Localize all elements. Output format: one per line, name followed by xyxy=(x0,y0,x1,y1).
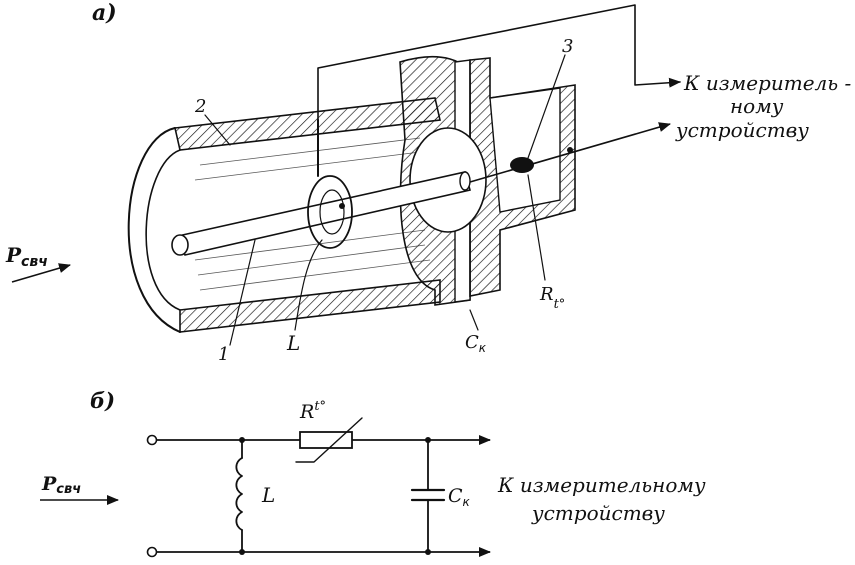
input-arrow-b: Pсвч xyxy=(40,473,119,505)
input-label-a: Pсвч xyxy=(5,243,48,270)
callout-2: 2 xyxy=(194,96,206,117)
panel-a-label: а) xyxy=(92,0,117,26)
output-label-a: К измеритель - ному устройству xyxy=(675,71,852,142)
label-C-b: Cк xyxy=(448,485,471,509)
thermistor xyxy=(469,122,671,183)
svg-text:ному: ному xyxy=(730,94,784,118)
panel-b: б) Rt° L Cк xyxy=(40,388,706,558)
svg-text:К измерительному: К измерительному xyxy=(497,473,706,497)
output-label-b: К измерительному устройству xyxy=(497,473,706,525)
callout-C: Cк xyxy=(465,332,487,355)
callout-R: Rt° xyxy=(539,284,565,312)
callouts-a: 2 1 L 3 Rt° Cк xyxy=(194,36,573,365)
input-label-b: Pсвч xyxy=(41,473,81,497)
terminal-bottom-left xyxy=(146,546,158,558)
terminal-top-left xyxy=(146,434,158,446)
panel-b-label: б) xyxy=(90,388,115,413)
svg-text:К измеритель -: К измеритель - xyxy=(683,71,852,95)
svg-text:устройству: устройству xyxy=(675,118,809,142)
svg-text:устройству: устройству xyxy=(531,501,665,525)
coupling-loop xyxy=(307,119,353,249)
measurement-lead xyxy=(317,4,681,121)
panel-a: а) xyxy=(5,0,852,365)
outer-conductor xyxy=(127,97,441,333)
callout-1: 1 xyxy=(218,344,229,365)
callout-3: 3 xyxy=(562,36,573,57)
inductor-L xyxy=(235,437,245,555)
callout-L: L xyxy=(286,331,300,355)
label-L-b: L xyxy=(261,483,275,507)
input-arrow-a: Pсвч xyxy=(5,243,71,283)
label-R-b: Rt° xyxy=(299,399,326,423)
inner-conductor xyxy=(171,171,471,256)
capacitor-C xyxy=(410,437,446,555)
